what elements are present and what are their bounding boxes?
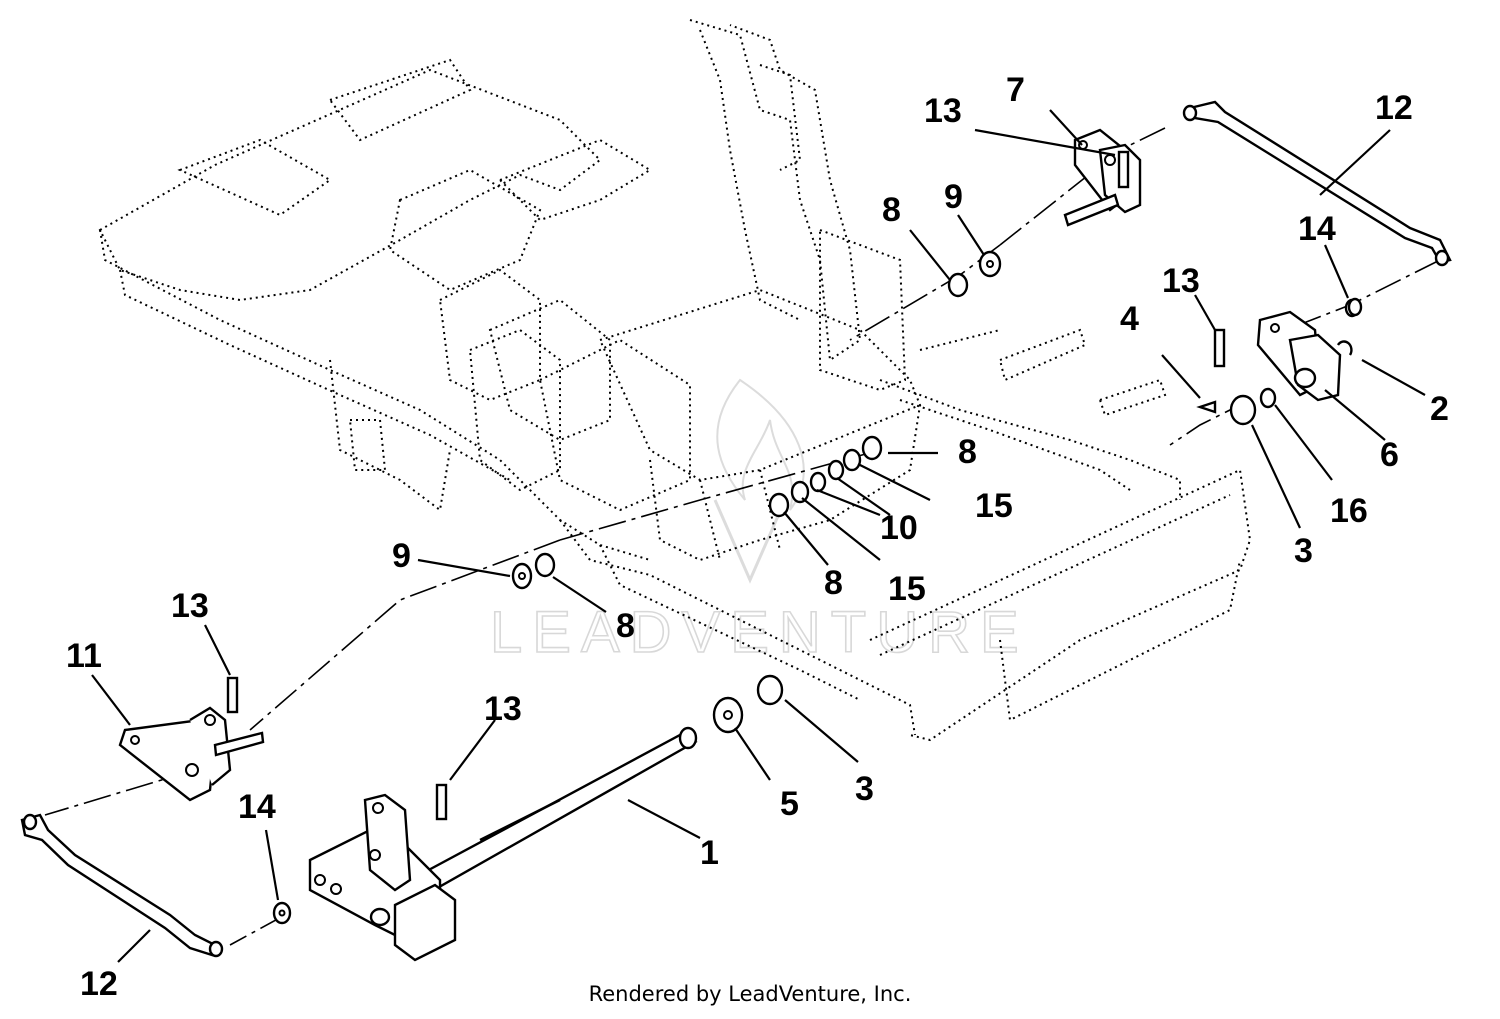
callout-1: 1	[700, 834, 719, 872]
callout-16: 16	[1330, 492, 1368, 530]
part-12-rod-lower	[20, 813, 224, 958]
watermark: LEADVENTURE	[489, 378, 1029, 666]
callout-13-upper: 13	[924, 92, 962, 130]
part-1-pivot-shaft	[308, 726, 698, 962]
leader-lines	[91, 109, 1426, 963]
watermark-text: LEADVENTURE	[490, 600, 1029, 665]
callout-4: 4	[1120, 300, 1139, 338]
callout-8-left: 8	[616, 607, 635, 645]
callout-8-center: 8	[824, 564, 843, 602]
callout-9-upper: 9	[944, 178, 963, 216]
part-11-bracket	[118, 706, 265, 802]
callout-13-right: 13	[1162, 262, 1200, 300]
callout-13-center: 13	[484, 690, 522, 728]
callout-12-upper: 12	[1375, 89, 1413, 127]
callout-10: 10	[880, 509, 918, 547]
callout-3-lower: 3	[855, 770, 874, 808]
callout-3-upper: 3	[1294, 532, 1313, 570]
callout-7: 7	[1006, 71, 1025, 109]
mower-frame	[98, 19, 1252, 742]
callout-2: 2	[1430, 390, 1449, 428]
callout-12-lower: 12	[80, 965, 118, 1003]
part-12-rod-upper	[1182, 100, 1452, 267]
callouts: 1 2 3 3 4 5 6 7 8 8 8 8 9 9 10 11 12 12 …	[66, 71, 1449, 1003]
callout-5: 5	[780, 785, 799, 823]
callout-15-lower: 15	[888, 570, 926, 608]
hardware	[226, 150, 1363, 925]
callout-14-upper: 14	[1298, 210, 1336, 248]
callout-6: 6	[1380, 436, 1399, 474]
callout-13-left: 13	[171, 587, 209, 625]
part-6-bracket	[1256, 310, 1342, 402]
callout-9-left: 9	[392, 537, 411, 575]
callout-15-upper: 15	[975, 487, 1013, 525]
callout-14-lower: 14	[238, 788, 276, 826]
callout-8-mid: 8	[958, 433, 977, 471]
callout-11: 11	[66, 637, 102, 675]
callout-8-upper: 8	[882, 191, 901, 229]
footer-credit: Rendered by LeadVenture, Inc.	[588, 982, 912, 1006]
